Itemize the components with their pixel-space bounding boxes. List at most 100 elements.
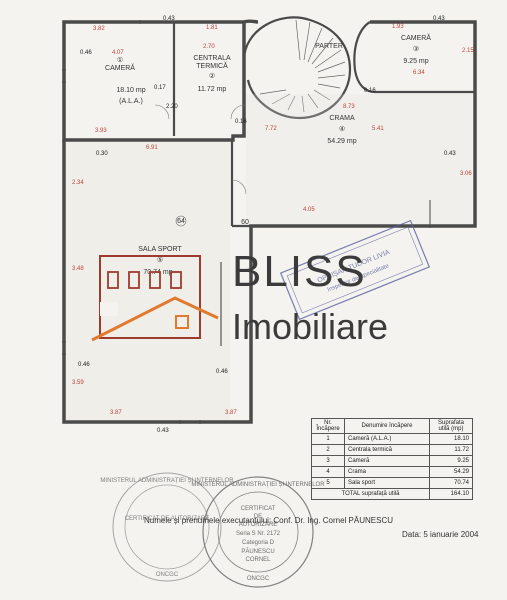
table-row: 4 Crama 54.29	[311, 466, 473, 478]
room-1: ① CAMERĂ 18.10 mp (A.L.A.)	[105, 56, 146, 105]
svg-text:8.73: 8.73	[343, 104, 355, 110]
stamp-right: MINISTERUL ADMINISTRAȚIEI ȘI INTERNELOR …	[191, 476, 325, 588]
svg-text:1.81: 1.81	[206, 25, 218, 31]
room-3-name: CAMERĂ	[401, 33, 431, 42]
stamp-right-code: ONCGC	[247, 576, 270, 582]
stamp-blue-frame	[279, 219, 431, 321]
stamp-right-inner	[217, 491, 299, 573]
svg-text:0.30: 0.30	[96, 151, 108, 157]
svg-text:3.87: 3.87	[110, 410, 122, 416]
svg-text:4.07: 4.07	[112, 50, 124, 56]
svg-text:PĂUNESCU: PĂUNESCU	[241, 548, 274, 555]
svg-text:CENTRALA: CENTRALA	[193, 55, 231, 62]
table-total-row: TOTAL suprafață utilă 164.10	[311, 488, 473, 500]
table-row: 5 Sala sport 70.74	[311, 477, 473, 489]
table-row: 3 Cameră 9.25	[311, 455, 473, 467]
total-value: 164.10	[429, 488, 473, 500]
stamp-right-ring: MINISTERUL ADMINISTRAȚIEI ȘI INTERNELOR	[191, 482, 325, 488]
room-4-area: 54.29 mp	[327, 138, 356, 145]
svg-text:CORNEL: CORNEL	[245, 557, 271, 563]
logo-frame	[99, 255, 201, 339]
svg-text:0.43: 0.43	[444, 151, 456, 157]
col-area: Suprafata utilă (mp)	[429, 418, 473, 434]
room-1-name: CAMERĂ	[105, 63, 135, 72]
room-1-area: 18.10 mp	[116, 87, 145, 94]
svg-text:0.43: 0.43	[433, 16, 445, 22]
svg-text:0.46: 0.46	[216, 369, 228, 375]
stamp-left-inner	[124, 484, 210, 570]
parter-label: PARTER	[315, 43, 343, 50]
stair-curve-outer	[242, 16, 352, 120]
wall-top-join	[243, 19, 259, 24]
area-table: Nr. Încăpere Denumire încăpere Suprafata…	[311, 418, 473, 500]
watermark-bliss: BLISS	[232, 247, 367, 296]
svg-text:3.87: 3.87	[225, 410, 237, 416]
room-3-area: 9.25 mp	[403, 58, 428, 65]
tile-texture	[66, 94, 472, 420]
svg-text:6.91: 6.91	[146, 145, 158, 151]
svg-text:3.06: 3.06	[460, 171, 472, 177]
total-label: TOTAL suprafață utilă	[311, 488, 430, 500]
author-line: Numele și prenumele executantului: Conf.…	[144, 516, 393, 525]
stamp-left: MINISTERUL ADMINISTRAȚIEI ȘI INTERNELOR …	[100, 472, 234, 582]
code-60: 60	[241, 219, 249, 226]
room-2: CENTRALA TERMICĂ ② 11.72 mp	[193, 55, 231, 93]
svg-text:0.17: 0.17	[154, 85, 166, 91]
table-row: 2 Centrala termică 11.72	[311, 444, 473, 456]
svg-text:3.48: 3.48	[72, 266, 84, 272]
svg-text:Seria S Nr. 2172: Seria S Nr. 2172	[236, 531, 281, 537]
room-2-number: ②	[209, 72, 215, 80]
room-4-name: CRAMA	[329, 115, 355, 122]
wall-camera3-lower	[353, 21, 475, 94]
room-3: CAMERĂ ③ 9.25 mp	[401, 33, 431, 65]
svg-text:2.20: 2.20	[166, 104, 178, 110]
watermark-imobiliare: Imobiliare	[232, 306, 389, 347]
stamp-left-ring: MINISTERUL ADMINISTRAȚIEI ȘI INTERNELOR	[100, 478, 234, 484]
code-circle-64	[175, 215, 187, 227]
svg-text:1.93: 1.93	[392, 24, 404, 30]
windows	[62, 20, 431, 424]
bliss-logo	[91, 255, 222, 346]
stamp-left-small: CERTIFICAT DE AUTORIZARE	[125, 516, 210, 522]
svg-text:0.16: 0.16	[235, 119, 247, 125]
stamp-left-outer	[112, 472, 222, 582]
svg-text:AUTORIZARE: AUTORIZARE	[239, 522, 278, 528]
date-line: Data: 5 ianuarie 2004	[402, 530, 479, 539]
svg-text:5.41: 5.41	[372, 126, 384, 132]
room-4-number: ④	[339, 125, 345, 133]
svg-text:CERTIFICAT: CERTIFICAT	[241, 506, 276, 512]
logo-door	[175, 315, 189, 329]
svg-text:DE: DE	[254, 514, 262, 520]
svg-text:TERMICĂ: TERMICĂ	[196, 61, 228, 70]
logo-window-1	[107, 271, 119, 289]
dimensions: 0.43 0.43 0.46 0.30 0.17 0.16 0.16 0.43 …	[72, 16, 474, 434]
logo-roof	[91, 296, 219, 342]
col-name: Denumire încăpere	[344, 418, 430, 434]
area-table-header: Nr. Încăpere Denumire încăpere Suprafata…	[311, 418, 473, 434]
svg-text:3.59: 3.59	[72, 380, 84, 386]
col-nr: Nr. Încăpere	[311, 418, 345, 434]
logo-window-4	[170, 271, 182, 289]
svg-text:3.93: 3.93	[95, 128, 107, 134]
svg-text:0.46: 0.46	[80, 50, 92, 56]
svg-text:0.43: 0.43	[163, 16, 175, 22]
svg-text:2.15: 2.15	[462, 48, 474, 54]
logo-window-2	[128, 271, 140, 289]
room-2-area: 11.72 mp	[198, 86, 227, 93]
logo-window-3	[149, 271, 161, 289]
room-5-number: ⑤	[157, 256, 163, 264]
svg-text:0.46: 0.46	[78, 362, 90, 368]
stamp-left-code: ONCGC	[156, 572, 179, 578]
room-4: CRAMA ④ 54.29 mp	[327, 115, 356, 145]
door-swings	[154, 104, 247, 195]
room-1-number: ①	[117, 56, 123, 64]
svg-text:4.05: 4.05	[303, 207, 315, 213]
svg-text:7.72: 7.72	[265, 126, 277, 132]
svg-text:3.82: 3.82	[93, 26, 105, 32]
svg-text:2.70: 2.70	[203, 44, 215, 50]
stamp-right-outer	[202, 476, 314, 588]
svg-text:0.43: 0.43	[157, 428, 169, 434]
stair-treads	[259, 19, 346, 113]
